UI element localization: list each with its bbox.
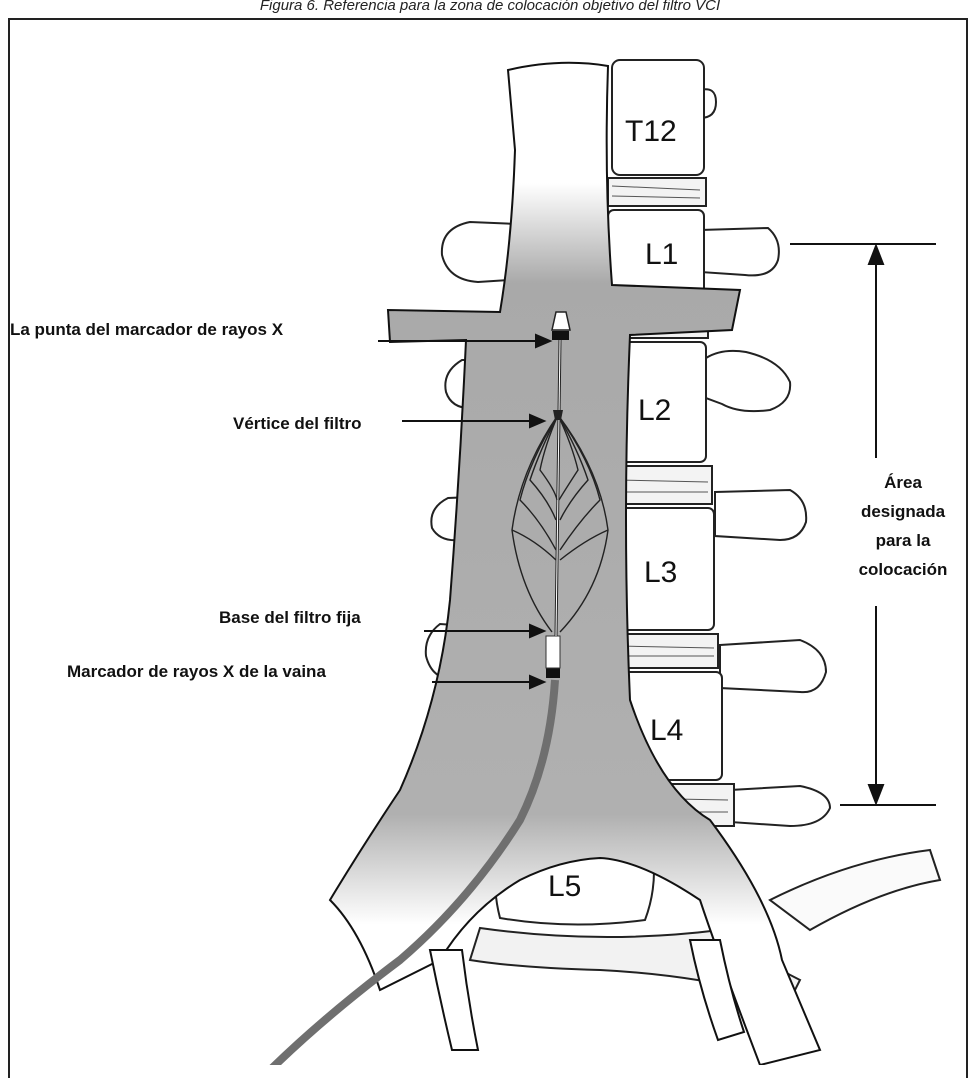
iliac-vein-left-stub bbox=[430, 950, 478, 1050]
vertebra-label-l3: L3 bbox=[644, 556, 677, 589]
vertebra-label-l4: L4 bbox=[650, 714, 683, 747]
vertebra-label-l1: L1 bbox=[645, 238, 678, 271]
label-filter-base: Base del filtro fija bbox=[219, 608, 361, 627]
vertebra-label-l5: L5 bbox=[548, 870, 581, 903]
l5-right-process bbox=[730, 786, 830, 826]
l1-right-process bbox=[700, 228, 779, 275]
label-filter-apex: Vértice del filtro bbox=[233, 414, 361, 433]
placement-area-marker bbox=[790, 244, 936, 805]
label-sheath-marker: Marcador de rayos X de la vaina bbox=[67, 662, 326, 681]
disc-l3-l4 bbox=[616, 634, 718, 668]
tip-marker-band bbox=[552, 331, 569, 340]
label-tip-marker: La punta del marcador de rayos X bbox=[10, 320, 284, 339]
sheath-marker-band bbox=[546, 668, 560, 678]
l3-right-process bbox=[715, 490, 806, 540]
l4-right-process bbox=[720, 640, 826, 692]
placement-area-line1: Área bbox=[884, 473, 922, 492]
placement-area-line3: para la bbox=[876, 531, 931, 550]
vertebra-label-t12: T12 bbox=[625, 115, 677, 148]
l2-right-process bbox=[706, 351, 790, 411]
disc-t12-l1 bbox=[608, 178, 706, 206]
vertebra-label-l2: L2 bbox=[638, 394, 671, 427]
iliac-crest bbox=[770, 850, 940, 930]
placement-area-line2: designada bbox=[861, 502, 946, 521]
placement-area-line4: colocación bbox=[859, 560, 948, 579]
